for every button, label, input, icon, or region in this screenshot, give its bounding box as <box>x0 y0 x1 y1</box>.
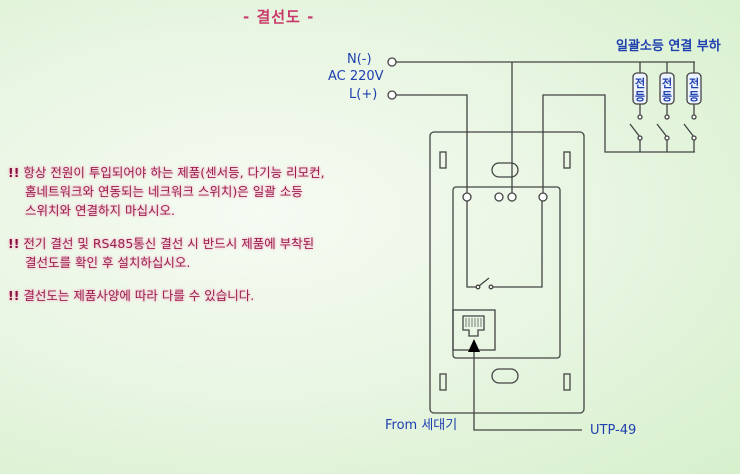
lamp-switch <box>683 104 695 152</box>
switch-contact <box>475 284 481 290</box>
wall-plate <box>429 131 585 414</box>
mount-slot <box>439 373 447 391</box>
switch-contact <box>488 284 494 290</box>
warning-text: 홈네트워크와 연동되는 네크워크 스위치)은 일괄 소등 <box>25 184 303 199</box>
lamp-label-bottom: 등 <box>689 90 699 103</box>
switch-contact <box>691 135 697 141</box>
screw-hole <box>491 162 519 178</box>
warning-mark: !! <box>8 288 20 303</box>
neutral-label: N(-) <box>347 52 372 67</box>
lamp-switch <box>656 104 668 152</box>
warning-text: 항상 전원이 투입되어야 하는 제품(센서등, 다기능 리모컨, <box>23 165 325 180</box>
live-terminal <box>387 90 397 100</box>
load-title: 일괄소등 연결 부하 <box>616 39 721 54</box>
screw-hole <box>491 368 519 384</box>
switch-contact <box>664 114 670 120</box>
warning-2: !!전기 결선 및 RS485통신 결선 시 반드시 제품에 부착된 결선도를 … <box>8 234 314 272</box>
switch-contact <box>664 135 670 141</box>
mount-slot <box>563 151 571 169</box>
warning-1: !!항상 전원이 투입되어야 하는 제품(센서등, 다기능 리모컨, 홈네트워크… <box>8 163 325 220</box>
module-terminal <box>494 192 504 202</box>
switch-contact <box>637 114 643 120</box>
warning-text: 결선도는 제품사양에 따라 다를 수 있습니다. <box>23 288 255 303</box>
from-label: From 세대기 <box>385 418 458 433</box>
module-terminal <box>538 192 548 202</box>
warning-text: 스위치와 연결하지 마십시오. <box>25 203 175 218</box>
lamp-label-top: 전 <box>689 76 699 90</box>
switch-contact <box>637 135 643 141</box>
lamp-label-bottom: 등 <box>635 90 645 103</box>
lamp-label-top: 전 <box>635 76 645 90</box>
mount-slot <box>439 151 447 169</box>
lamp-label-bottom: 등 <box>662 90 672 103</box>
neutral-wire <box>396 61 695 197</box>
cable-label: UTP-49 <box>590 423 637 438</box>
mount-slot <box>563 373 571 391</box>
warning-text: 전기 결선 및 RS485통신 결선 시 반드시 제품에 부착된 <box>23 236 315 251</box>
arrow-up-icon <box>468 339 480 352</box>
live-label: L(+) <box>349 87 378 102</box>
module-terminal <box>507 192 517 202</box>
inner-module <box>452 186 561 359</box>
page-title: - 결선도 - <box>243 8 315 26</box>
lamp-label-top: 전 <box>662 76 672 90</box>
module-terminal <box>462 192 472 202</box>
lamp-switch <box>629 104 641 152</box>
neutral-terminal <box>387 57 397 67</box>
ac-voltage-label: AC 220V <box>328 69 384 84</box>
warning-3: !!결선도는 제품사양에 따라 다를 수 있습니다. <box>8 286 254 305</box>
warning-text: 결선도를 확인 후 설치하십시오. <box>25 255 191 270</box>
warning-mark: !! <box>8 165 20 180</box>
output-wire <box>542 94 695 197</box>
live-wire <box>396 94 468 197</box>
utp-cable <box>473 350 582 431</box>
switch-contact <box>691 114 697 120</box>
internal-relay-switch <box>466 201 543 288</box>
warning-mark: !! <box>8 236 20 251</box>
rj-port-icon <box>462 315 485 337</box>
